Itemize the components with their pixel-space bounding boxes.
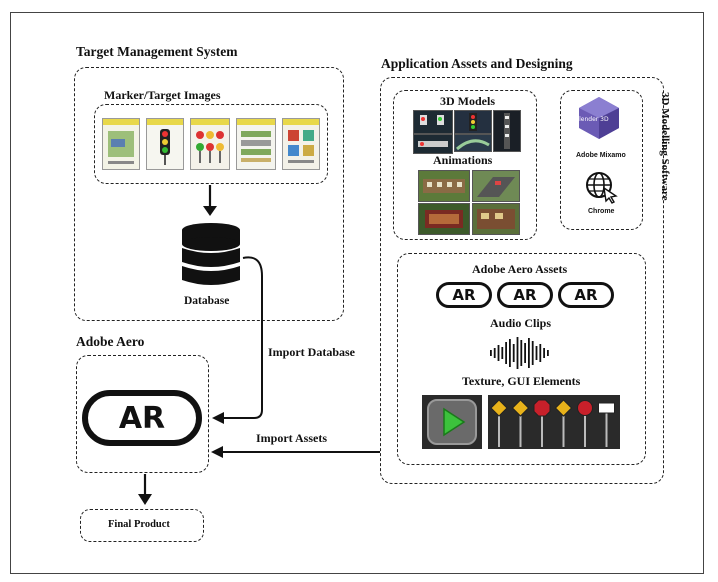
road-sign-icon [488, 395, 620, 449]
texture-title: Texture, GUI Elements [462, 374, 581, 388]
models-title: 3D Models [440, 94, 495, 108]
aero-assets-box [397, 253, 646, 465]
marker-images-box [94, 104, 328, 184]
marker-image-5 [282, 118, 320, 170]
marker-image-1 [102, 118, 140, 170]
globe-cursor-icon [584, 170, 618, 204]
model-thumbnail-5 [454, 134, 492, 152]
ar-logo: AR [82, 390, 202, 446]
target-management-title: Target Management System [76, 44, 238, 59]
import-database-connector [222, 256, 263, 419]
import-assets-arrowhead [211, 446, 223, 458]
model-thumbnail-3 [493, 110, 521, 152]
marker-image-4 [236, 118, 276, 170]
models-animations-box [393, 90, 537, 240]
import-database-label: Import Database [268, 345, 355, 359]
marker-image-3 [190, 118, 230, 170]
blender-label: Blender 3D [575, 116, 609, 123]
aero-assets-title: Adobe Aero Assets [472, 262, 568, 276]
final-product-label: Final Product [108, 519, 170, 530]
database-label: Database [184, 295, 230, 307]
import-assets-label: Import Assets [256, 431, 327, 445]
model-thumbnail-4 [413, 134, 453, 154]
assets-designing-box [380, 77, 664, 484]
marker-image-2 [146, 118, 184, 170]
adobe-aero-title: Adobe Aero [76, 334, 145, 349]
animations-title: Animations [433, 153, 493, 167]
ar-badge-2: AR [497, 282, 553, 308]
modelling-software-label: 3D Modelling Software [659, 92, 671, 201]
animation-thumbnail-1 [418, 170, 470, 202]
figure-frame [10, 12, 704, 574]
animation-thumbnail-4 [472, 203, 520, 235]
model-thumbnail-2 [454, 110, 492, 134]
final-product-box [80, 509, 204, 542]
import-database-arrowhead [212, 412, 224, 424]
target-management-box [74, 67, 344, 321]
chrome-label: Chrome [588, 208, 615, 215]
audio-title: Audio Clips [490, 316, 552, 330]
assets-designing-title: Application Assets and Designing [381, 56, 573, 71]
mixamo-label: Adobe Mixamo [576, 152, 626, 159]
animation-thumbnail-3 [418, 203, 470, 235]
marker-images-title: Marker/Target Images [104, 88, 221, 102]
ar-badge-1: AR [436, 282, 492, 308]
database-icon [180, 222, 242, 290]
play-button-icon [422, 395, 482, 449]
ar-badge-3: AR [558, 282, 614, 308]
blender-icon [578, 96, 620, 140]
waveform-icon [488, 335, 552, 371]
aero-to-final-arrowhead [138, 494, 152, 505]
adobe-aero-box [76, 355, 209, 473]
modelling-software-box [560, 90, 643, 230]
model-thumbnail-1 [413, 110, 453, 134]
animation-thumbnail-2 [472, 170, 520, 202]
